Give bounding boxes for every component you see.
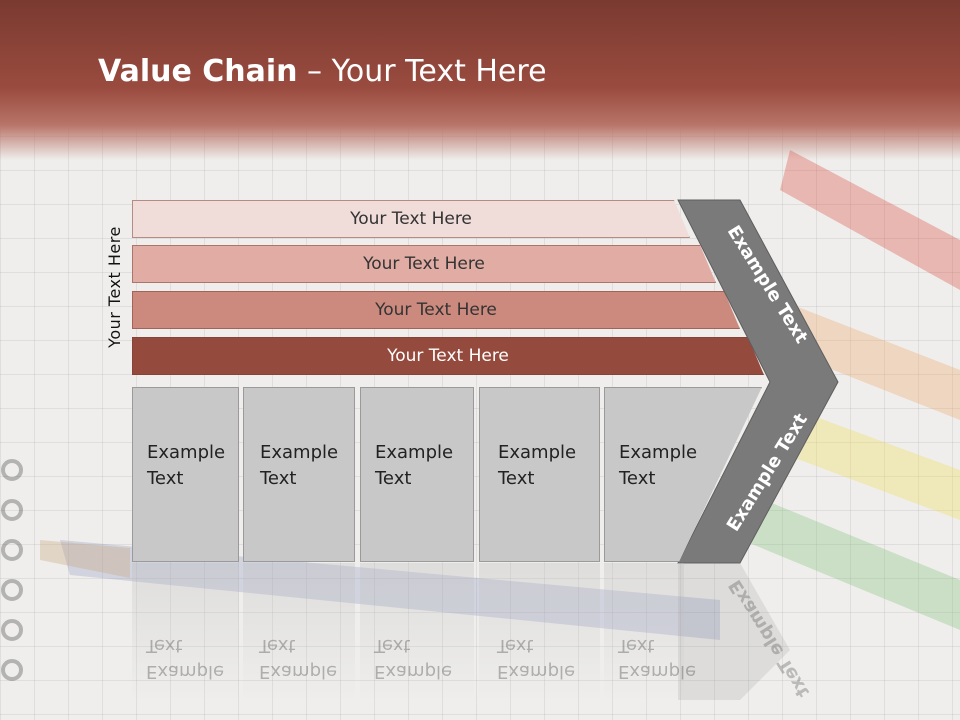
reflection-text-2: Example Text — [259, 632, 337, 684]
reflection-text-1: Example Text — [146, 632, 224, 684]
reflection-text-2-line1: Example — [259, 661, 338, 682]
reflection-text-4: Example Text — [497, 632, 575, 684]
value-chain-bar-1[interactable]: Your Text Here — [132, 200, 690, 238]
activity-box-2-line2: Text — [260, 468, 297, 489]
reflection-text-2-line2: Text — [259, 635, 296, 656]
reflection-text-4-line1: Example — [497, 661, 576, 682]
activity-box-5-line2: Text — [619, 468, 656, 489]
reflection-text-4-line2: Text — [497, 635, 534, 656]
slide-header — [0, 0, 960, 160]
reflection-text-3-line2: Text — [374, 635, 411, 656]
reflection-text-5-line2: Text — [618, 635, 655, 656]
activity-box-1-line1: Example — [147, 442, 226, 463]
value-chain-bar-3[interactable]: Your Text Here — [132, 291, 740, 329]
slide-title: Value Chain – Your Text Here — [98, 54, 547, 89]
reflection-text-3-line1: Example — [374, 661, 453, 682]
reflection-text-1-line1: Example — [146, 661, 225, 682]
activity-box-4-line1: Example — [498, 442, 577, 463]
reflection-text-5: Example Text — [618, 632, 696, 684]
activity-box-4[interactable]: Example Text — [479, 387, 600, 562]
reflection-text-1-line2: Text — [146, 635, 183, 656]
activity-box-3[interactable]: Example Text — [360, 387, 474, 562]
reflection-3 — [360, 563, 474, 703]
reflection-5 — [604, 563, 684, 703]
activity-box-3-line1: Example — [375, 442, 454, 463]
activity-box-2[interactable]: Example Text — [243, 387, 355, 562]
activity-box-1-line2: Text — [147, 468, 184, 489]
activity-box-2-line1: Example — [260, 442, 339, 463]
title-bold: Value Chain — [98, 54, 298, 89]
activity-box-4-line2: Text — [498, 468, 535, 489]
value-chain-bar-4[interactable]: Your Text Here — [132, 337, 764, 375]
reflection-2 — [243, 563, 355, 703]
reflection-text-5-line1: Example — [618, 661, 697, 682]
side-label: Your Text Here — [105, 226, 124, 348]
activity-box-5-line1: Example — [619, 442, 698, 463]
reflection-4 — [479, 563, 600, 703]
activity-box-1[interactable]: Example Text — [132, 387, 239, 562]
reflection-text-3: Example Text — [374, 632, 452, 684]
value-chain-bar-2[interactable]: Your Text Here — [132, 245, 716, 283]
activity-box-3-line2: Text — [375, 468, 412, 489]
title-rest: – Your Text Here — [297, 54, 547, 89]
reflection-1 — [132, 563, 239, 703]
